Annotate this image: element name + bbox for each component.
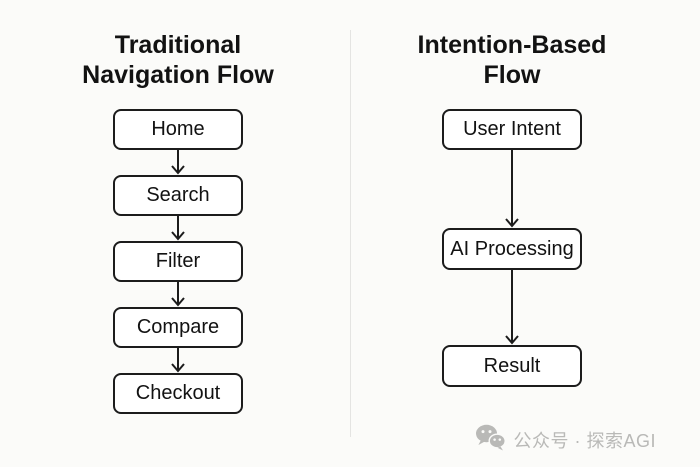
node-user-intent: User Intent — [442, 109, 582, 150]
arrow-down-icon — [170, 216, 186, 241]
arrow-down-icon — [170, 282, 186, 307]
node-filter-label: Filter — [155, 250, 201, 272]
arrow-down-icon — [170, 348, 186, 373]
left-flow-title: Traditional Navigation Flow — [28, 30, 328, 90]
wechat-icon — [475, 424, 507, 456]
node-checkout: Checkout — [113, 373, 243, 414]
node-filter: Filter — [113, 241, 243, 282]
node-result-label: Result — [483, 354, 541, 377]
node-search: Search — [113, 175, 243, 216]
node-home: Home — [113, 109, 243, 150]
watermark: 公众号 · 探索AGI — [475, 424, 656, 456]
node-compare: Compare — [113, 307, 243, 348]
node-checkout-label: Checkout — [135, 382, 221, 404]
right-flow-title-line2: Flow — [483, 61, 541, 89]
arrow-down-icon — [504, 150, 520, 228]
node-result: Result — [442, 345, 582, 387]
watermark-text: 公众号 · 探索AGI — [513, 431, 656, 451]
right-flow-title: Intention-Based Flow — [362, 30, 662, 90]
arrow-down-icon — [504, 270, 520, 345]
column-divider — [350, 30, 351, 437]
right-flow-title-line1: Intention-Based — [417, 31, 607, 59]
node-search-label: Search — [146, 184, 210, 206]
node-user-intent-label: User Intent — [463, 118, 561, 140]
node-ai-processing: AI Processing — [442, 228, 582, 270]
node-compare-label: Compare — [136, 316, 220, 338]
left-flow-title-line1: Traditional — [114, 31, 242, 59]
left-flow-title-line2: Navigation Flow — [82, 61, 274, 89]
node-ai-processing-label: AI Processing — [450, 237, 574, 260]
node-home-label: Home — [151, 118, 205, 140]
arrow-down-icon — [170, 150, 186, 175]
